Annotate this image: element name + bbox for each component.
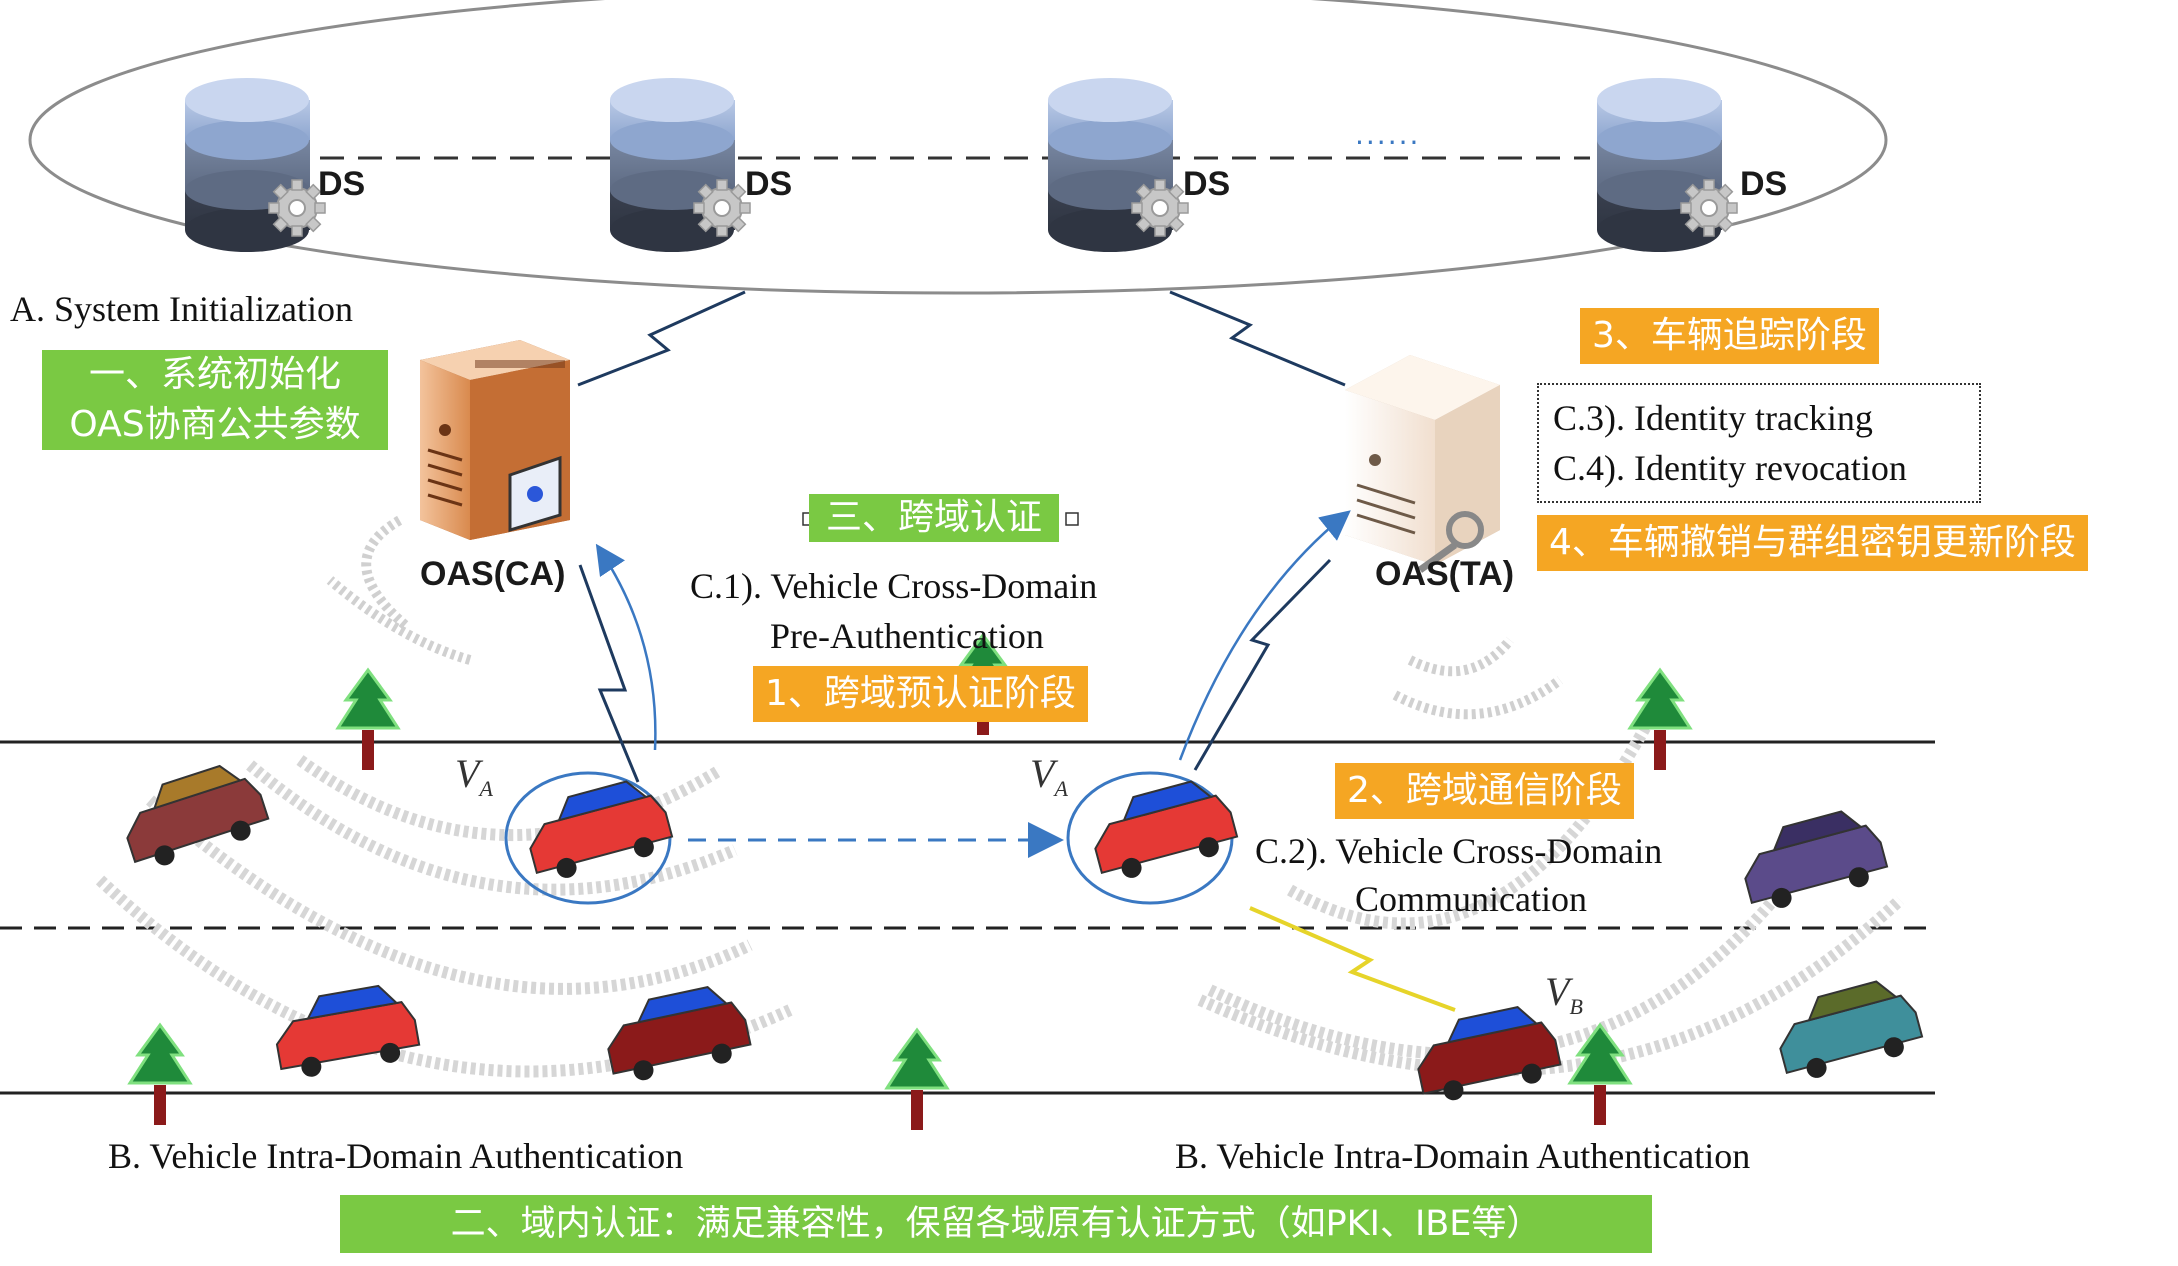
intra-domain-left-label: B. Vehicle Intra-Domain Authentication	[108, 1136, 684, 1176]
identity-box: C.3). Identity tracking C.4). Identity r…	[1537, 383, 1981, 503]
car-icon-teal	[1779, 980, 1924, 1078]
cross-comm-line1: C.2). Vehicle Cross-Domain	[1255, 831, 1663, 871]
green-init-line2: OAS协商公共参数	[69, 404, 361, 445]
car-icon-brown-left	[126, 764, 270, 866]
signal-arcs-ta	[1392, 636, 1563, 720]
cross-pre-auth-line2: Pre-Authentication	[770, 616, 1044, 656]
tree-icon	[128, 1023, 192, 1127]
oas-ta-label: OAS(TA)	[1375, 555, 1515, 593]
selection-handle-right	[1065, 512, 1079, 526]
orange-stage3: 3、车辆追踪阶段	[1580, 308, 1879, 364]
cross-pre-auth-line1: C.1). Vehicle Cross-Domain	[690, 566, 1098, 606]
oas-ca-label: OAS(CA)	[420, 555, 566, 593]
intra-domain-right-label: B. Vehicle Intra-Domain Authentication	[1175, 1136, 1751, 1176]
ds-ellipsis: ......	[1355, 118, 1421, 151]
ds-database-icon-4	[1597, 78, 1738, 252]
green-intra-box: 二、域内认证：满足兼容性，保留各域原有认证方式（如PKI、IBE等）	[340, 1195, 1652, 1253]
green-init-line1: 一、系统初始化	[88, 354, 341, 395]
tree-icon	[885, 1028, 949, 1132]
va-ta-arrow	[1178, 510, 1351, 761]
ds-database-icon-1	[185, 78, 326, 252]
orange-stage2: 2、跨域通信阶段	[1335, 763, 1634, 819]
va-ca-wireless	[578, 564, 640, 783]
va-ta-wireless	[1193, 558, 1332, 771]
oas-ta-server-icon	[1345, 355, 1500, 573]
tree-icon	[336, 668, 400, 772]
var-vb: VB	[1545, 969, 1583, 1019]
car-icon-purple	[1744, 810, 1889, 908]
car-icon-maroon-bottom	[607, 986, 752, 1081]
tree-icon	[1628, 668, 1692, 772]
oas-ca-server-icon	[420, 340, 570, 540]
cross-comm-line2: Communication	[1355, 879, 1587, 919]
system-init-label: A. System Initialization	[10, 289, 353, 329]
green-init-box: 一、系统初始化 OAS协商公共参数	[42, 350, 388, 450]
car-icon-va-right	[1094, 780, 1239, 878]
var-va-right: VA	[1030, 751, 1068, 801]
orange-stage4: 4、车辆撤销与群组密钥更新阶段	[1537, 515, 2088, 571]
var-va-left: VA	[455, 751, 493, 801]
orange-stage1: 1、跨域预认证阶段	[753, 666, 1088, 722]
car-icon-red-bottom	[275, 984, 421, 1077]
ds-label-1: DS	[318, 165, 366, 203]
ds-label-2: DS	[745, 165, 793, 203]
identity-tracking: C.3). Identity tracking	[1553, 398, 1873, 438]
ds-label-3: DS	[1183, 165, 1231, 203]
va-vb-lightning	[1249, 906, 1456, 1012]
green-cross-domain-box: 三、跨域认证	[809, 494, 1059, 542]
wireless-link-ca	[577, 290, 746, 387]
wireless-link-ta	[1169, 290, 1346, 387]
ds-database-icon-2	[610, 78, 751, 252]
car-icon-va-left	[529, 780, 674, 878]
signal-arcs-ca	[326, 515, 472, 665]
va-ca-arrow	[595, 543, 657, 751]
ds-label-4: DS	[1740, 165, 1788, 203]
car-icon-vb	[1417, 1006, 1562, 1101]
ds-database-icon-3	[1048, 78, 1189, 252]
identity-revocation: C.4). Identity revocation	[1553, 448, 1907, 488]
ds-network-ellipse	[28, 0, 1888, 295]
